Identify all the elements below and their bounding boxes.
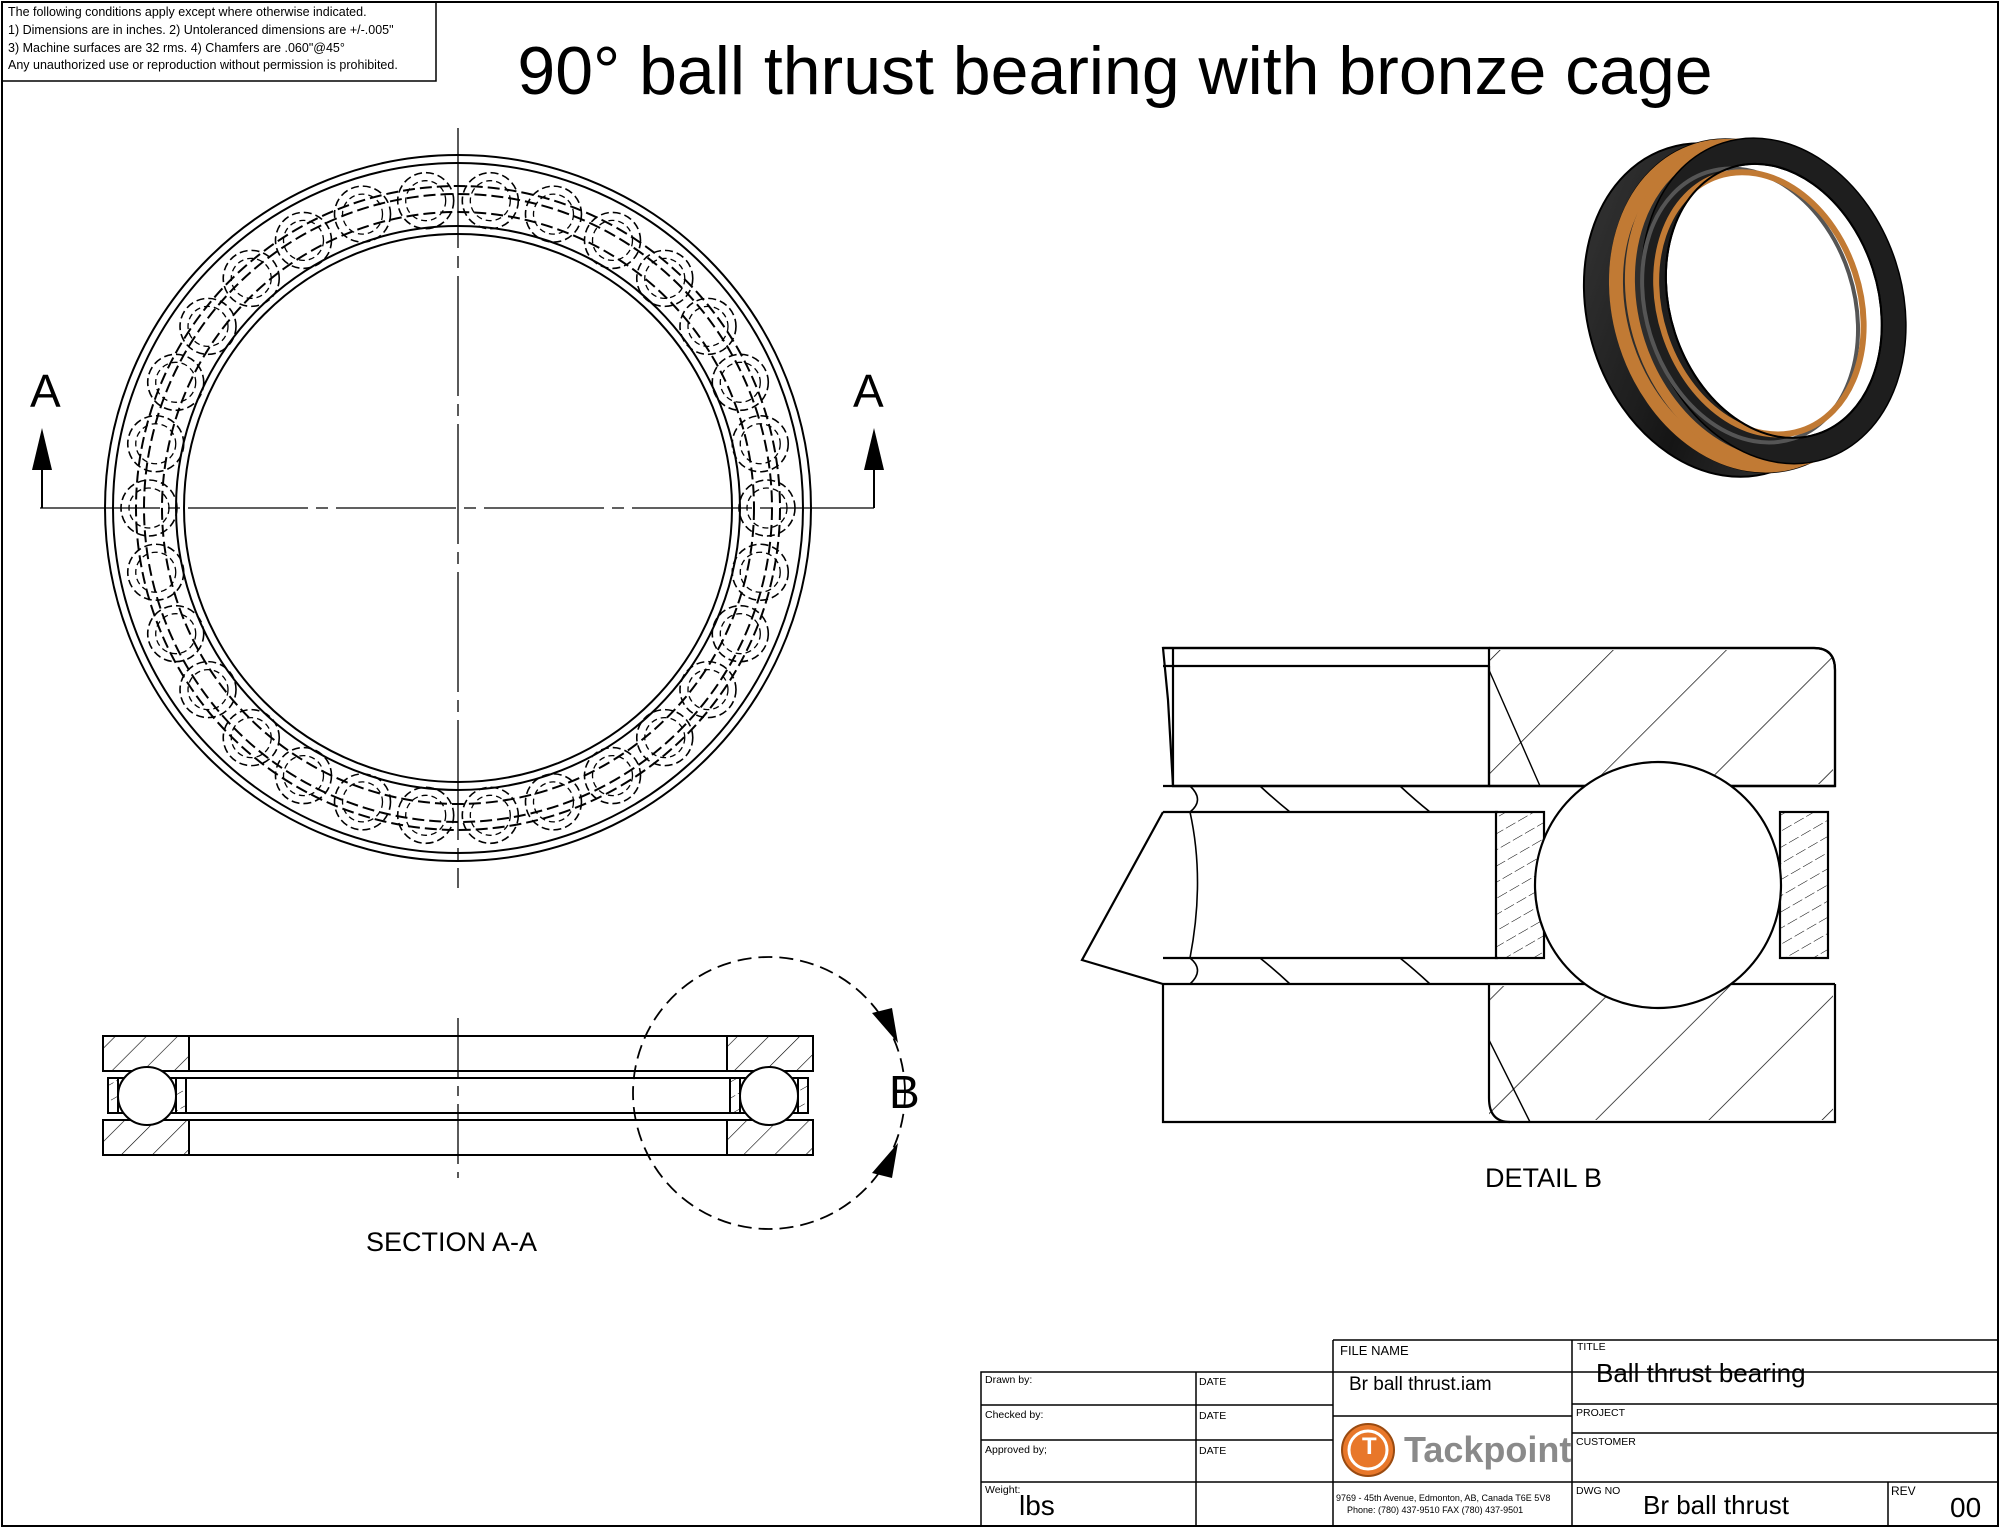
- cage-pocket: [469, 180, 511, 222]
- date-label: DATE: [1199, 1410, 1227, 1422]
- logo-letter: T: [1362, 1433, 1377, 1460]
- bearing-ball: [333, 185, 392, 243]
- notes-box: [1, 1, 437, 82]
- bearing-ball: [583, 211, 642, 270]
- bearing-ball: [635, 708, 694, 767]
- customer-label: CUSTOMER: [1576, 1436, 1636, 1448]
- checked-by-label: Checked by:: [985, 1409, 1044, 1421]
- bearing-ball: [679, 660, 737, 719]
- note-line: Any unauthorized use or reproduction wit…: [8, 58, 398, 73]
- cage-pocket: [341, 193, 384, 235]
- company-name: Tackpoint: [1404, 1429, 1572, 1470]
- cage-pocket: [469, 794, 511, 836]
- drawing-title: 90° ball thrust bearing with bronze cage: [517, 33, 1713, 109]
- cage-pocket: [532, 781, 575, 823]
- bearing-ball: [524, 185, 583, 243]
- title-block: [980, 1339, 1999, 1527]
- weight-label: Weight:: [985, 1484, 1021, 1496]
- section-view: [102, 956, 906, 1230]
- note-line: 1) Dimensions are in inches. 2) Untolera…: [8, 22, 394, 37]
- file-name-label: FILE NAME: [1340, 1343, 1409, 1358]
- bearing-ball: [635, 249, 694, 308]
- cage-pocket: [532, 193, 575, 235]
- bearing-ball: [222, 708, 281, 767]
- cage-pocket: [591, 219, 634, 262]
- company-address: 9769 - 45th Avenue, Edmonton, AB, Canada…: [1336, 1493, 1551, 1503]
- top-view: [32, 128, 884, 888]
- cage-pocket: [739, 551, 781, 593]
- cage-pocket: [341, 781, 384, 823]
- bearing-ball: [396, 171, 455, 230]
- general-notes: The following conditions apply except wh…: [8, 4, 398, 75]
- cage-pocket: [644, 257, 686, 300]
- cage-pocket: [135, 423, 177, 465]
- bearing-ball: [146, 353, 205, 412]
- bearing-ball: [126, 414, 185, 473]
- cage-pocket: [719, 361, 761, 403]
- bearing-ball: [731, 414, 790, 473]
- rev-label: REV: [1891, 1484, 1916, 1498]
- cage-pocket: [591, 754, 634, 797]
- project-label: PROJECT: [1576, 1407, 1626, 1419]
- dwg-no-value: Br ball thrust: [1643, 1490, 1789, 1520]
- cage-pocket: [282, 754, 325, 797]
- bearing-ball: [583, 746, 642, 805]
- cage-pocket: [155, 361, 197, 403]
- bearing-ball: [711, 604, 770, 663]
- cage-pocket: [187, 668, 229, 711]
- cage-pocket: [405, 794, 447, 836]
- cage-pocket: [155, 613, 197, 655]
- date-label: DATE: [1199, 1445, 1227, 1457]
- cage-pocket: [230, 716, 272, 759]
- cage-pocket: [405, 180, 447, 222]
- cage-pocket: [187, 305, 229, 348]
- bearing-ball: [461, 171, 520, 230]
- bearing-ball: [274, 746, 333, 805]
- bearing-ball: [126, 543, 185, 602]
- cage-pocket: [739, 423, 781, 465]
- bearing-ball: [274, 211, 333, 270]
- bearing-ball: [679, 297, 737, 356]
- approved-by-label: Approved by;: [985, 1444, 1047, 1456]
- note-line: The following conditions apply except wh…: [8, 5, 367, 19]
- bearing-ball: [711, 353, 770, 412]
- bearing-ball: [461, 786, 520, 845]
- detail-view: [1080, 646, 1837, 1124]
- detail-callout-label: B: [889, 1066, 920, 1118]
- note-line: 3) Machine surfaces are 32 rms. 4) Chamf…: [8, 40, 345, 55]
- detail-caption: DETAIL B: [1485, 1163, 1603, 1193]
- bearing-ball: [146, 604, 205, 663]
- tackpoint-logo: [1341, 1423, 1395, 1477]
- drawn-by-label: Drawn by:: [985, 1374, 1033, 1386]
- cage-pocket: [230, 257, 272, 300]
- title-label: TITLE: [1577, 1341, 1606, 1353]
- bearing-ball: [179, 660, 237, 719]
- title-value: Ball thrust bearing: [1596, 1358, 1806, 1388]
- file-name-value: Br ball thrust.iam: [1349, 1374, 1492, 1395]
- bearing-ball: [179, 297, 237, 356]
- cage-pocket: [719, 613, 761, 655]
- bearing-ball: [333, 773, 392, 831]
- isometric-render: [1582, 137, 1907, 478]
- bearing-ball: [731, 543, 790, 602]
- section-caption: SECTION A-A: [366, 1227, 538, 1257]
- bearing-ball: [222, 249, 281, 308]
- cage-pocket: [135, 551, 177, 593]
- cage-pocket: [687, 305, 729, 348]
- dwg-no-label: DWG NO: [1576, 1485, 1621, 1497]
- company-phone: Phone: (780) 437-9510 FAX (780) 437-9501: [1347, 1505, 1524, 1515]
- section-label-left: A: [30, 365, 61, 417]
- cage-pocket: [644, 716, 686, 759]
- date-label: DATE: [1199, 1376, 1227, 1388]
- weight-unit: lbs: [1019, 1490, 1055, 1521]
- section-label-right: A: [853, 365, 884, 417]
- bearing-ball: [396, 786, 455, 845]
- cage-pocket: [282, 219, 325, 262]
- bearing-ball: [524, 773, 583, 831]
- rev-value: 00: [1950, 1492, 1982, 1523]
- cage-pocket: [687, 668, 729, 711]
